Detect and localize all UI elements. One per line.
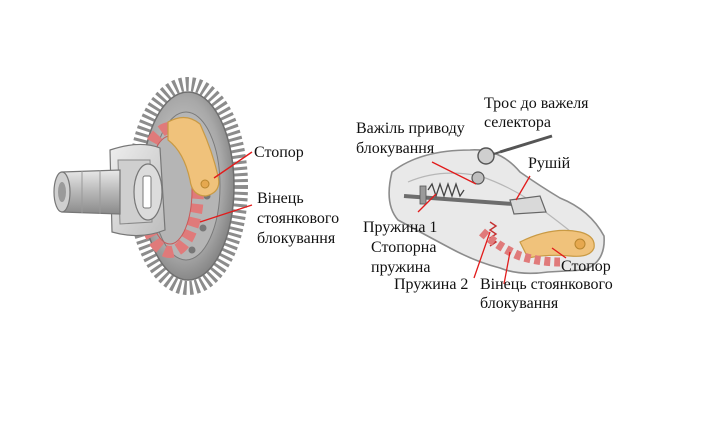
leader-ring-right — [503, 251, 511, 285]
cable-label-line2: селектора — [484, 114, 551, 131]
ring-label-right-line2: блокування — [480, 295, 559, 312]
differential-illustration — [53, 77, 253, 295]
leader-slider — [515, 175, 531, 201]
stop-spring-label-line2: пружина — [371, 259, 431, 276]
spring-1 — [427, 181, 465, 199]
slider-label: Рушій — [528, 155, 571, 172]
parking-lock-ring-right — [479, 228, 561, 267]
selector-cable — [499, 134, 553, 154]
ring-label-right-line1: Вінець стоянкового — [480, 276, 613, 293]
ring-label-left-line3: блокування — [257, 230, 336, 247]
stopper-pawl — [167, 116, 220, 197]
leader-stopper-left — [213, 151, 253, 179]
stopper-pawl-right — [519, 229, 595, 259]
cable-label-line1: Трос до важеля — [484, 95, 589, 112]
gear-teeth — [128, 77, 248, 295]
spring-2 — [488, 221, 498, 247]
leader-ring-left — [199, 204, 253, 223]
leader-stopper-right — [551, 247, 567, 259]
ring-label-left-line2: стоянкового — [257, 210, 340, 227]
ring-label-left-line1: Вінець — [257, 190, 304, 207]
mechanism-illustration — [388, 134, 605, 285]
stopper-label-right: Стопор — [561, 258, 611, 275]
stopper-label-left: Стопор — [254, 144, 304, 161]
spring2-label: Пружина 2 — [394, 276, 469, 293]
lever-label-line1: Важіль приводу — [356, 120, 465, 137]
leader-spring2 — [473, 231, 491, 279]
lever-label-line2: блокування — [356, 140, 435, 157]
leader-spring1 — [417, 193, 437, 213]
stop-spring-label-line1: Стопорна — [371, 239, 437, 256]
spring1-label: Пружина 1 — [363, 219, 438, 236]
leader-lever — [431, 161, 477, 185]
